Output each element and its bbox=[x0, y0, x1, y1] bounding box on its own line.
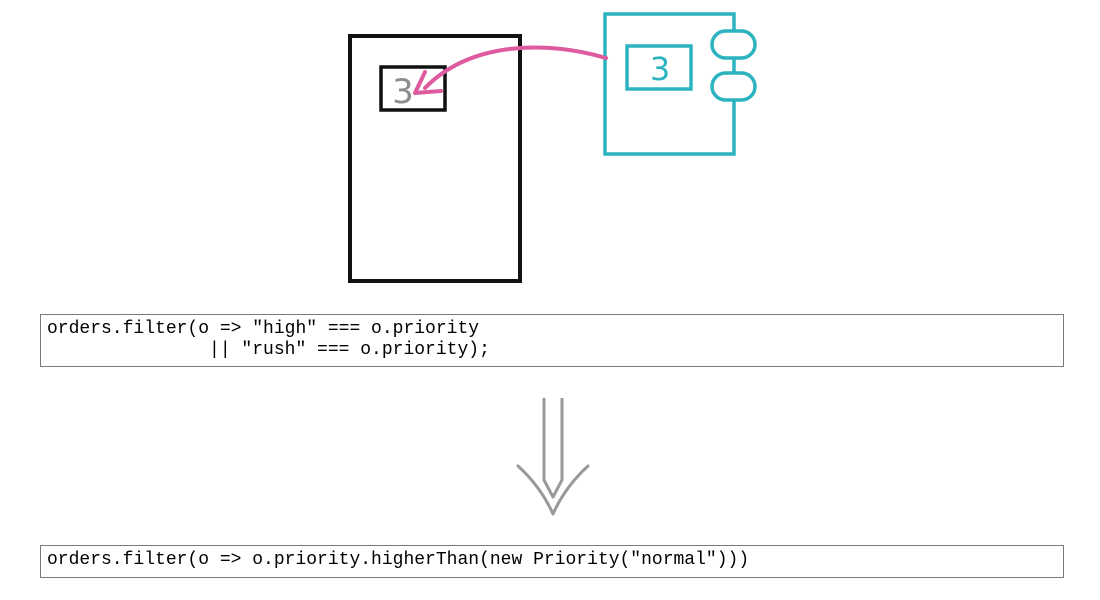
double-down-arrow-icon bbox=[516, 398, 590, 516]
code-before-line-1: orders.filter(o => "high" === o.priority bbox=[47, 319, 480, 339]
value-object-field-value: 3 bbox=[650, 50, 670, 88]
value-object-field-box bbox=[625, 44, 693, 91]
code-after-line-1: orders.filter(o => o.priority.higherThan… bbox=[47, 550, 750, 570]
value-object-knob-bottom bbox=[710, 71, 757, 102]
code-after-box: orders.filter(o => o.priority.higherThan… bbox=[40, 545, 1064, 578]
value-object: 3 bbox=[603, 12, 757, 156]
record-field-value: 3 bbox=[392, 72, 414, 112]
transform-arrow-head-inner bbox=[542, 478, 564, 499]
record-field-box bbox=[379, 65, 447, 112]
copy-arrow-head bbox=[413, 70, 443, 95]
record-outline bbox=[348, 34, 522, 283]
code-before-box: orders.filter(o => "high" === o.priority… bbox=[40, 314, 1064, 367]
value-object-knob-top bbox=[710, 29, 757, 60]
copy-arrow-icon bbox=[413, 45, 608, 95]
record-card: 3 bbox=[348, 34, 522, 283]
transform-arrow-head-outer bbox=[516, 464, 590, 516]
copy-arrow-shaft bbox=[423, 45, 608, 90]
code-before-line-2: || "rush" === o.priority); bbox=[47, 340, 490, 360]
